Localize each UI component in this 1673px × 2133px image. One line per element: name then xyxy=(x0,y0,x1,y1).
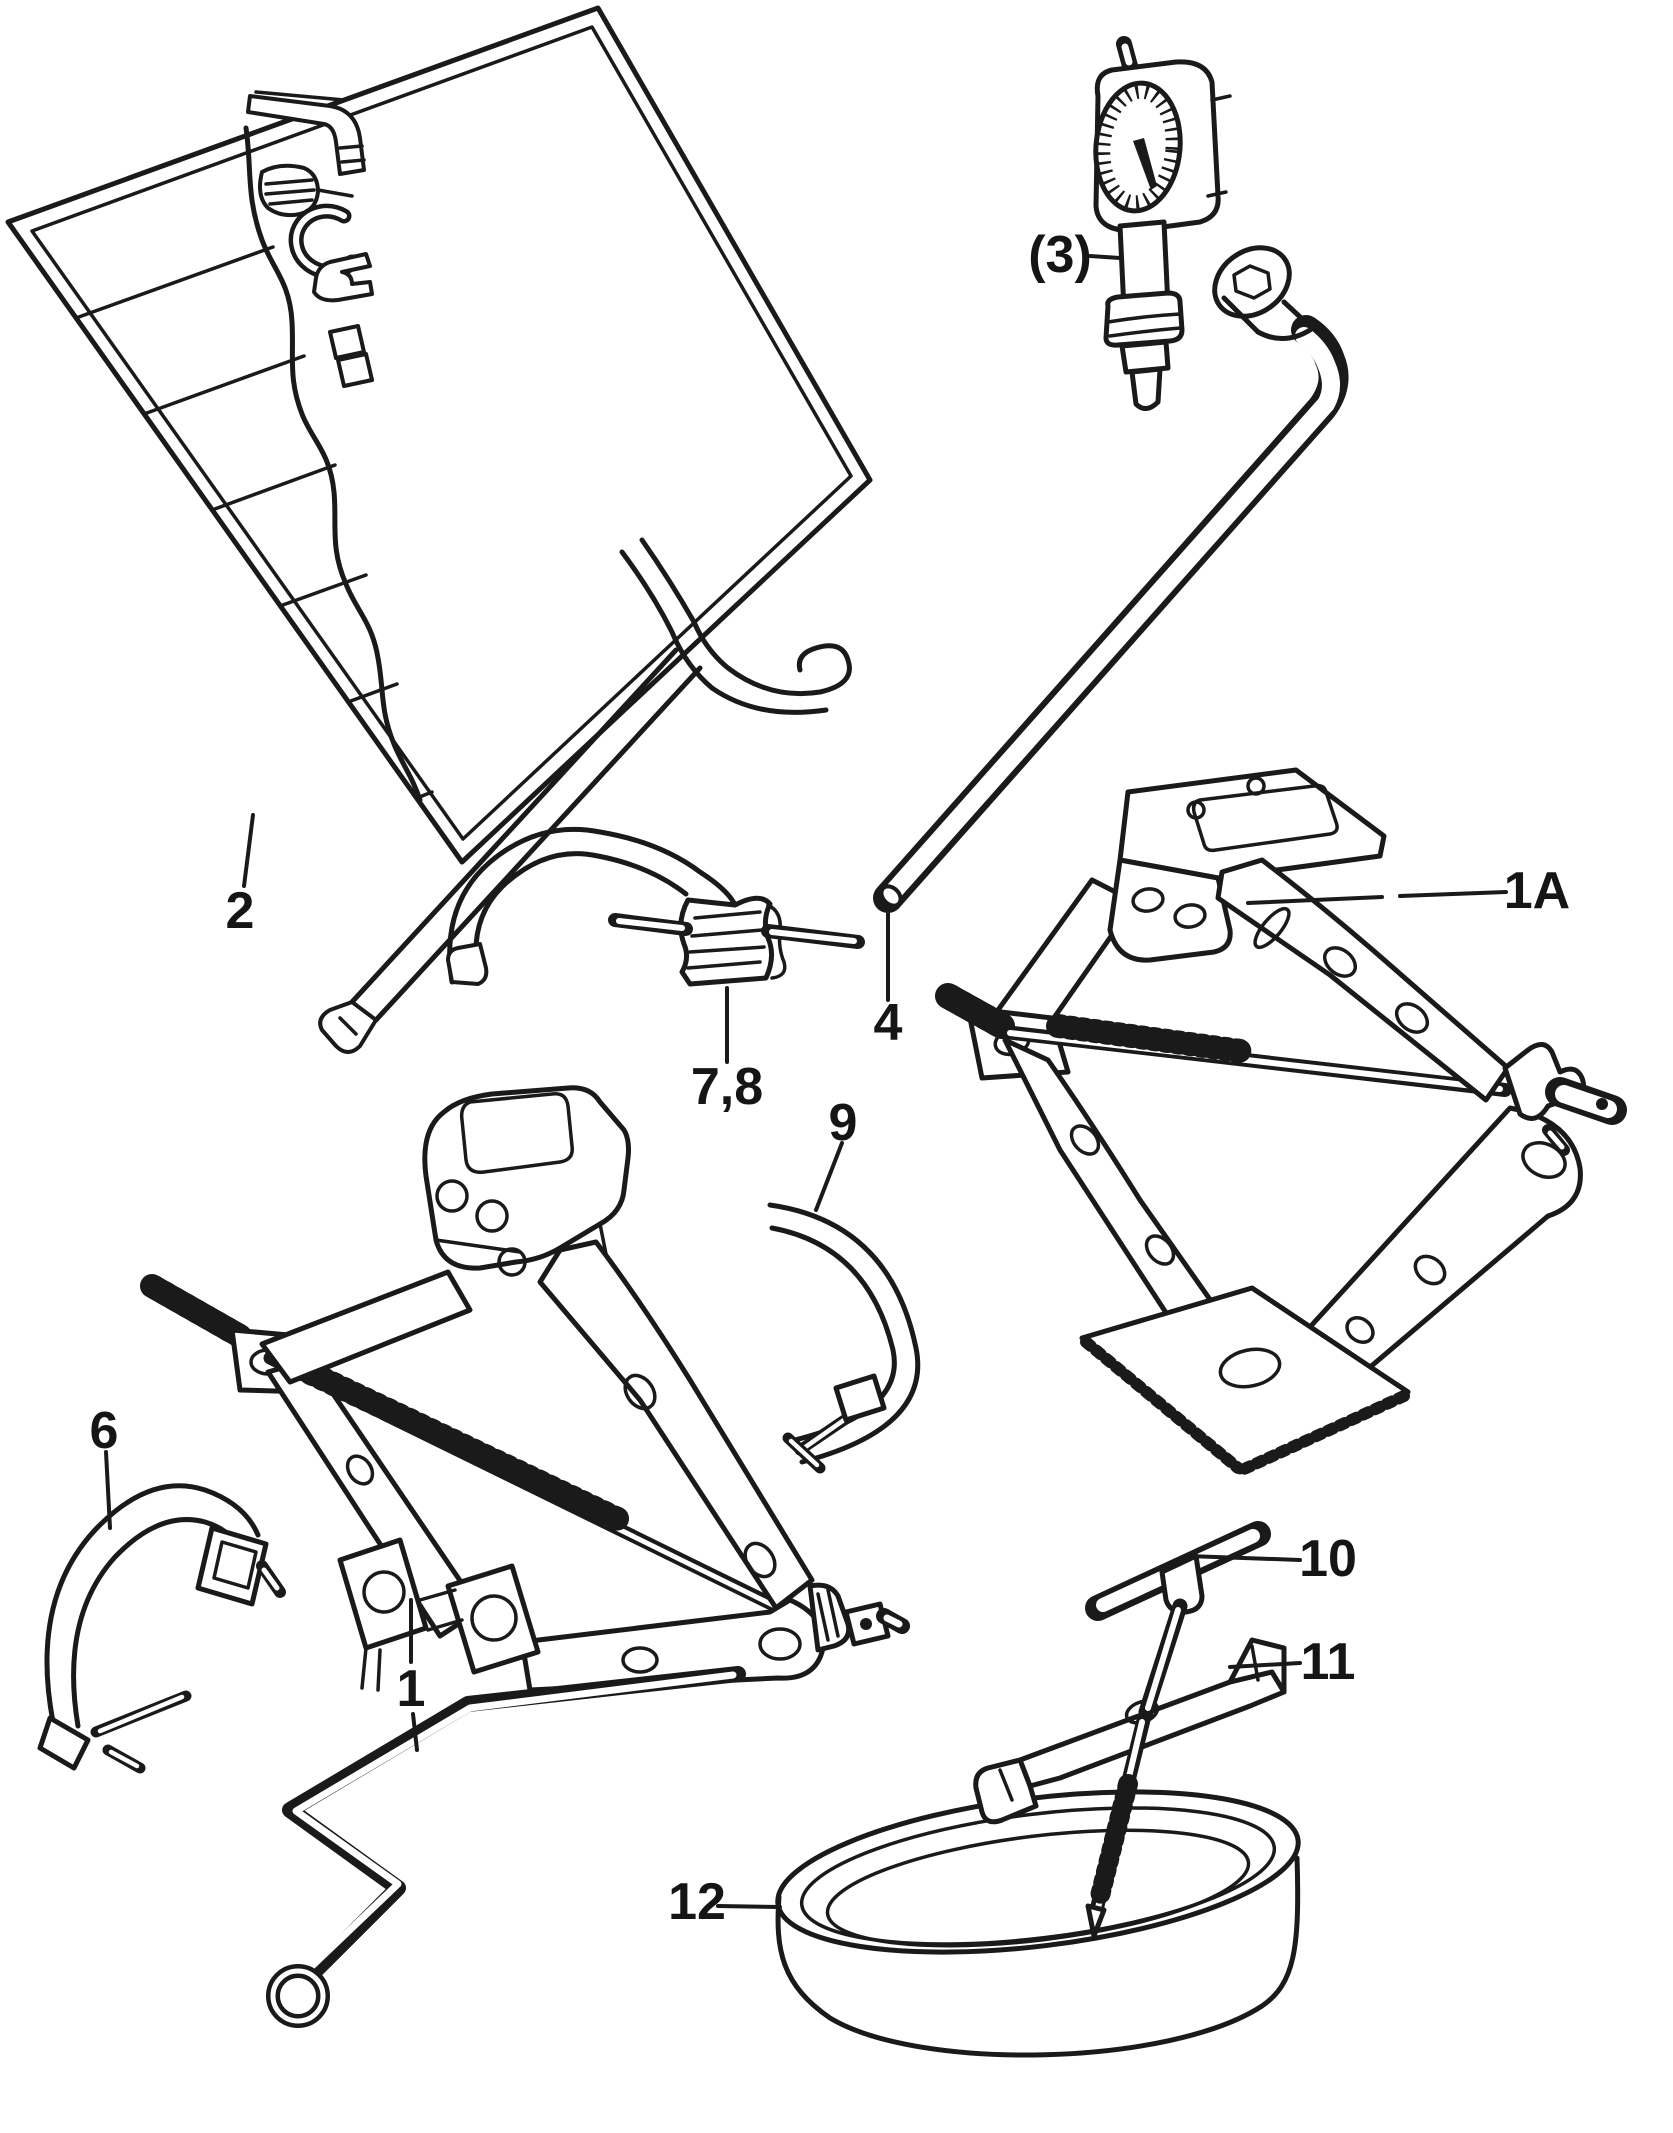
part-label-4: 4 xyxy=(874,908,903,1052)
clamp-6 xyxy=(37,1483,286,1774)
part-label-7-8: 7,8 xyxy=(691,986,763,1116)
label-text-2: 2 xyxy=(226,882,255,940)
tire-pressure-gauge xyxy=(1093,36,1232,411)
part-label-12: 12 xyxy=(668,1873,782,1931)
gauge-needle xyxy=(1133,138,1157,190)
tool-bag xyxy=(5,5,873,1054)
label-leader-10 xyxy=(1186,1554,1302,1562)
label-text-7-8: 7,8 xyxy=(691,1058,763,1116)
scissor-jack-1a xyxy=(935,767,1627,1476)
clamp-9 xyxy=(767,1202,921,1474)
label-text-3: (3) xyxy=(1028,226,1092,284)
label-text-9: 9 xyxy=(829,1094,858,1152)
jack-crank-handle xyxy=(266,1666,746,2028)
part-label-2: 2 xyxy=(226,813,255,940)
label-leader-9 xyxy=(814,1141,844,1212)
hook-pin xyxy=(608,913,865,949)
label-leader-2 xyxy=(242,813,255,888)
part-label-6: 6 xyxy=(90,1402,119,1530)
part-label-9: 9 xyxy=(814,1094,858,1212)
part-label-3: (3) xyxy=(1028,226,1122,284)
label-leader-1a xyxy=(1246,890,1508,905)
jack-screw-drive-end xyxy=(1502,1042,1627,1156)
label-text-11: 11 xyxy=(1301,1633,1356,1691)
label-leader-6 xyxy=(104,1450,112,1530)
part-label-11: 11 xyxy=(1228,1633,1356,1691)
jack1-screw-drive-end xyxy=(807,1582,910,1653)
storage-tray xyxy=(775,1789,1301,2058)
label-text-4: 4 xyxy=(874,994,903,1052)
part-label-1a: 1A xyxy=(1246,862,1570,920)
label-leader-12 xyxy=(716,1904,782,1909)
label-leader-3 xyxy=(1088,254,1122,260)
lug-wrench xyxy=(873,245,1349,913)
part-labels: 2 (3) 4 7,8 9 1A 6 1 xyxy=(90,226,1571,1931)
scissor-jack-1 xyxy=(140,1085,910,1693)
label-text-6: 6 xyxy=(90,1402,119,1460)
label-leader-1 xyxy=(409,1598,419,1752)
bag-tools xyxy=(246,90,374,388)
label-text-10: 10 xyxy=(1299,1530,1357,1588)
label-text-1a: 1A xyxy=(1504,862,1570,920)
label-text-1: 1 xyxy=(397,1660,426,1718)
t-handle-wrench xyxy=(1085,1521,1271,1939)
part-label-10: 10 xyxy=(1186,1530,1357,1588)
gauge-tick-ring xyxy=(1097,85,1179,209)
jack-hook-clamp xyxy=(446,826,865,987)
label-text-12: 12 xyxy=(668,1873,726,1931)
bag-strap xyxy=(318,537,852,1054)
label-leader-11 xyxy=(1228,1661,1302,1669)
part-label-1: 1 xyxy=(397,1598,426,1752)
